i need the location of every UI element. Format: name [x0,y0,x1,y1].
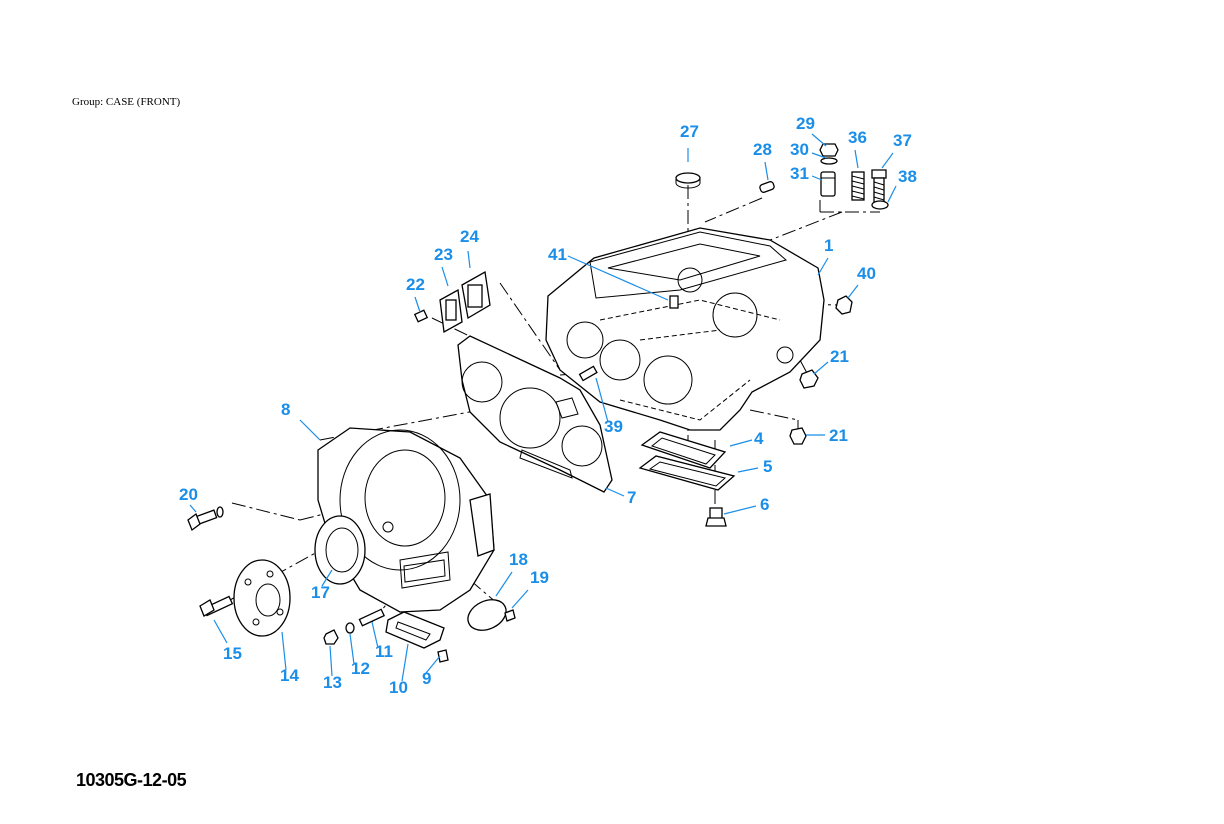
callout-14: 14 [280,666,299,685]
callout-leader-29 [811,133,827,147]
callout-leader-22 [414,296,421,313]
part-21-plugs [789,369,819,445]
callout-leader-6 [723,505,757,515]
part-7-gasket [457,335,613,493]
part-27-plug [675,172,701,189]
callout-21: 21 [829,426,848,445]
parts-29-31-36-38-hardware [819,143,889,210]
callout-28: 28 [753,140,772,159]
callout-leader-17 [321,569,333,587]
callout-7: 7 [627,488,636,507]
part-19-screw [504,609,516,622]
callout-39: 39 [604,417,623,436]
part-28-dowel [759,181,775,193]
callout-41: 41 [548,245,567,264]
callout-36: 36 [848,128,867,147]
callout-8: 8 [281,400,290,419]
callout-1: 1 [824,236,833,255]
part-39-stud [578,365,598,382]
group-title: Group: CASE (FRONT) [72,96,181,108]
parts-9-13-hardware [323,608,449,663]
callout-24: 24 [460,227,479,246]
callout-19: 19 [530,568,549,587]
callout-5: 5 [763,457,772,476]
callout-15: 15 [223,644,242,663]
callout-leader-21 [813,361,829,375]
parts-4-6-bottom-cover [638,431,736,527]
callout-leader-8 [299,419,321,441]
callout-10: 10 [389,678,408,697]
callout-leader-12 [349,633,355,665]
callout-leader-28 [764,161,769,181]
callout-leader-11 [371,621,379,649]
part-14-flange [233,559,291,637]
callout-29: 29 [796,114,815,133]
callout-leader-1 [817,257,829,276]
callout-11: 11 [375,642,393,661]
callout-leader-5 [737,467,759,473]
callout-40: 40 [857,264,876,283]
callout-27: 27 [680,122,699,141]
callout-37: 37 [893,131,912,150]
part-17-gasket [314,515,366,585]
callout-leader-23 [441,266,449,287]
callout-9: 9 [422,669,431,688]
callout-leader-10 [401,643,409,682]
callout-20: 20 [179,485,198,504]
part-18-round-cover [467,599,507,631]
part-15-bolt [199,595,234,617]
callout-6: 6 [760,495,769,514]
callout-leader-37 [881,152,894,169]
callout-leader-36 [854,149,859,169]
part-1-main-case [545,227,825,431]
callout-leader-15 [213,619,228,644]
part-40-nut [835,295,853,315]
callout-leader-20 [189,504,197,513]
callout-layer: 27 29 36 37 28 30 31 38 24 23 22 41 1 40 21 8 39 4 21 5 20 7 6… [179,114,917,697]
figure-id: 10305G-12-05 [76,770,187,790]
callout-17: 17 [311,583,330,602]
callout-leader-18 [495,571,513,597]
callout-31: 31 [790,164,809,183]
callout-leader-14 [281,631,287,671]
callout-22: 22 [406,275,425,294]
callout-4: 4 [754,429,764,448]
callout-18: 18 [509,550,528,569]
callout-30: 30 [790,140,809,159]
callout-38: 38 [898,167,917,186]
callout-12: 12 [351,659,370,678]
parts-22-24-cover-plates [413,270,491,334]
callout-leader-24 [467,250,471,269]
callout-leader-38 [887,185,897,203]
callout-23: 23 [434,245,453,264]
callout-leader-13 [329,645,333,677]
callout-leader-4 [729,439,753,447]
callout-leader-31 [811,175,823,181]
callout-leader-19 [511,589,529,609]
callout-leader-41 [567,255,669,301]
callout-leader-7 [605,487,625,497]
callout-leader-39 [595,377,609,423]
callout-leader-40 [847,284,859,299]
callout-leader-9 [425,655,441,674]
callout-13: 13 [323,673,342,692]
callout-leader-30 [811,152,827,159]
callout-21: 21 [830,347,849,366]
part-20-bolt [187,506,224,532]
